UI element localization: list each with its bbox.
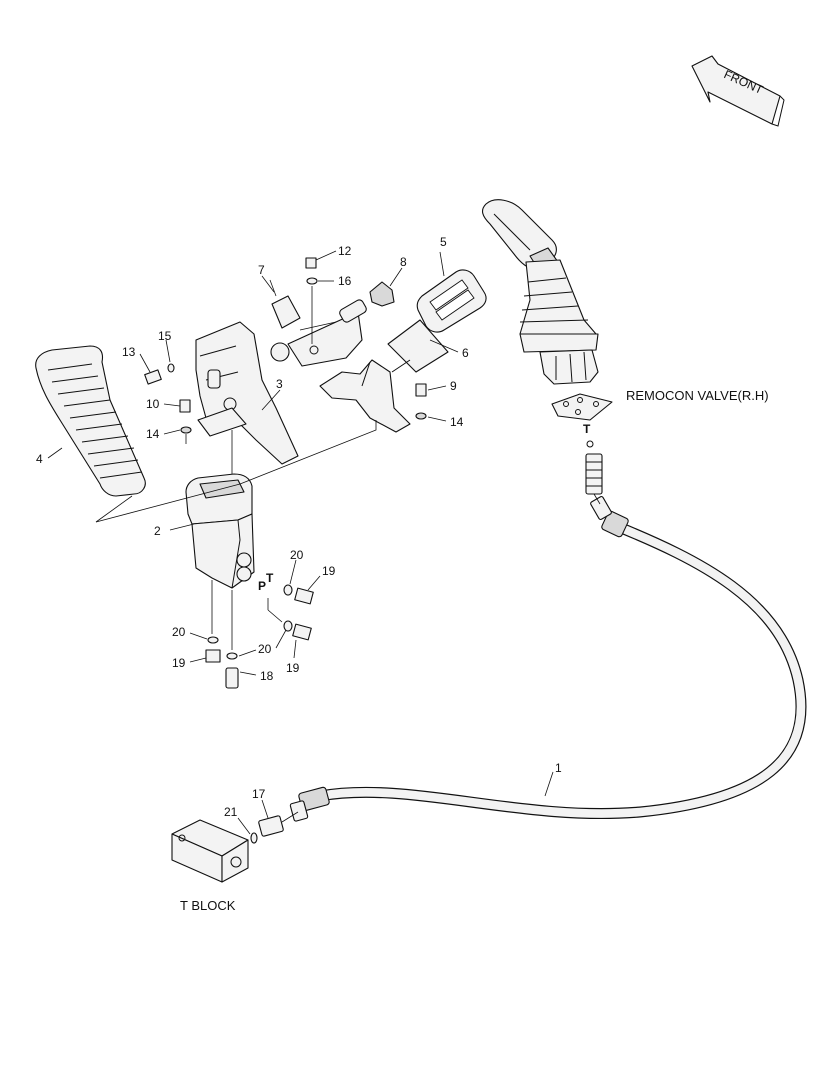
callout-5: 5 [440,235,447,249]
hose-nut-bottom [289,800,309,822]
connector-19-b [292,623,312,641]
callout-20-a: 20 [290,548,304,562]
callout-leaders [47,250,554,835]
bolt-13 [144,369,162,385]
joystick-boot [519,259,597,335]
valve-port-t: T [583,422,591,436]
valve-port-oring [586,440,594,448]
pedal-valve [185,473,314,689]
fasteners [144,257,427,444]
hose-fitting-top [601,510,629,538]
callout-labels: 1 2 3 4 5 6 7 8 9 10 12 13 14 14 15 16 1… [36,235,562,819]
pedal-rh [319,269,487,433]
connector-18 [225,667,239,689]
callout-4: 4 [36,452,43,466]
washer-14-right [415,412,427,420]
pedal-lh-pad [35,345,146,497]
valve-adapter [585,453,603,495]
washer-16 [306,277,318,285]
connector-19-c [205,649,221,663]
valve-flange [551,393,613,421]
callout-20-b: 20 [172,625,186,639]
bracket-pin [207,369,221,389]
pedal-lh [35,345,146,497]
oring-20-b [283,620,293,632]
bracket-assembly [195,279,301,465]
washer-14-left [180,426,192,434]
tee-fitting-17 [258,815,284,837]
callout-19-c: 19 [286,661,300,675]
bracket-7 [271,295,301,329]
front-arrow-shape [691,55,781,125]
bracket-7-washer [270,342,290,362]
bracket-3 [195,321,299,465]
pilot-hose [289,496,807,822]
connector-19-a [294,587,314,605]
oring-21 [250,832,258,844]
callout-10: 10 [146,397,160,411]
port-t-circle [236,552,252,568]
callout-13: 13 [122,345,136,359]
port-p-circle [236,566,252,582]
callout-15: 15 [158,329,172,343]
callout-9: 9 [450,379,457,393]
pedal-port-p: P [258,579,266,593]
valve-body [539,349,599,385]
callout-14-right: 14 [450,415,464,429]
callout-19-a: 19 [322,564,336,578]
caption-remocon-valve: REMOCON VALVE(R.H) [626,388,769,403]
callout-18: 18 [260,669,274,683]
caption-t-block: T BLOCK [180,898,236,913]
t-block [171,811,299,883]
stopper-knob [369,281,395,307]
stopper-assembly [287,281,395,367]
bolt-10 [179,399,191,413]
callout-3: 3 [276,377,283,391]
callout-1: 1 [555,761,562,775]
front-arrow: FRONT [691,55,785,127]
hose-nut-top [590,496,612,520]
port-labels: T P T [258,422,591,593]
t-block-side [221,839,249,883]
pedal-port-t: T [266,571,274,585]
callout-14-left: 14 [146,427,160,441]
oring-20-d [226,652,238,660]
pedal-rh-bracket [319,359,411,433]
oring-20-c [207,636,219,644]
bolt-9 [415,383,427,397]
washer-15 [167,363,175,373]
callout-2: 2 [154,524,161,538]
bolt-12 [305,257,317,269]
stopper-body [339,299,367,323]
callout-16: 16 [338,274,352,288]
remote-control-valve [481,199,613,505]
callout-21: 21 [224,805,238,819]
callout-20-c: 20 [258,642,272,656]
callout-12: 12 [338,244,352,258]
callout-7: 7 [258,263,265,277]
callout-8: 8 [400,255,407,269]
callout-6: 6 [462,346,469,360]
callout-19-b: 19 [172,656,186,670]
callout-17: 17 [252,787,266,801]
oring-20-a [283,584,293,596]
assembly-lines [95,420,377,523]
